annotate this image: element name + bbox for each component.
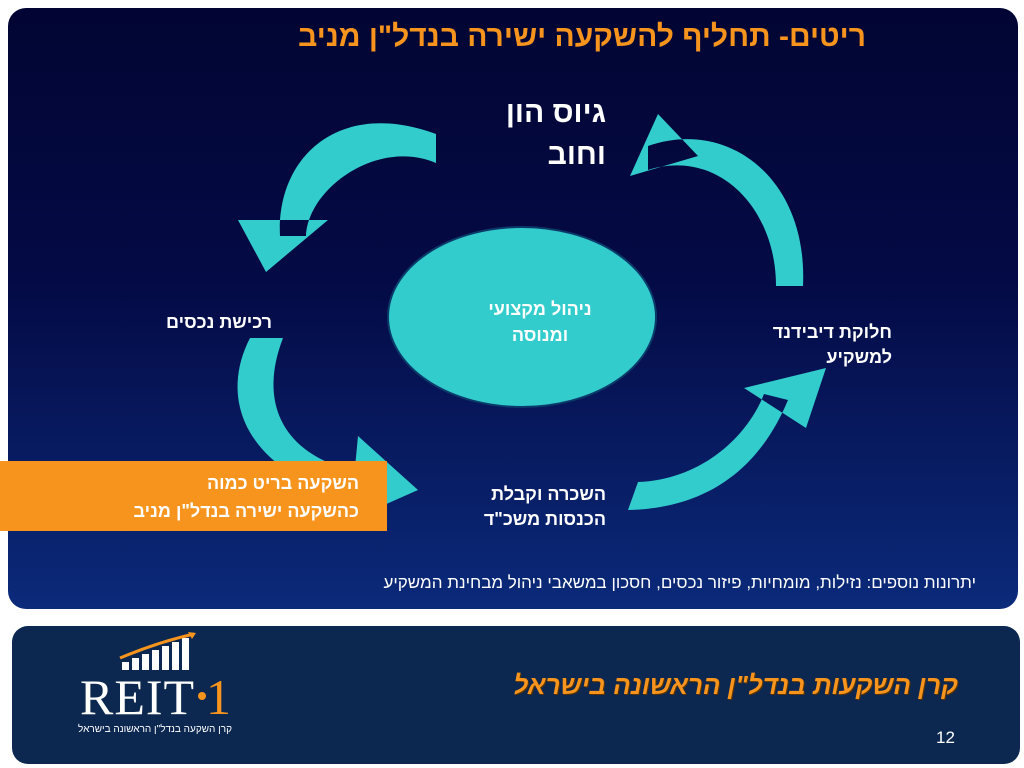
additional-advantages-note: יתרונות נוספים: נזילות, מומחיות, פיזור נ… bbox=[383, 573, 976, 592]
logo-tagline: קרן השקעה בנדל"ן הראשונה בישראל bbox=[78, 724, 232, 735]
rising-bars-logo-icon bbox=[119, 632, 196, 670]
cycle-label-raise-capital: גיוס הון וחוב bbox=[505, 96, 606, 171]
slide-title: ריטים- תחליף להשקעה ישירה בנדל"ן מניב bbox=[298, 20, 866, 53]
curved-arrow-icon bbox=[238, 123, 436, 272]
footer-panel bbox=[12, 626, 1020, 764]
cycle-label-dividend: חלוקת דיבידנד למשקיע bbox=[772, 322, 892, 368]
logo-dot bbox=[198, 692, 206, 700]
callout-line-1: השקעה בריט כמוה bbox=[206, 473, 359, 493]
footer-slogan: קרן השקעות בנדל"ן הראשונה בישראל bbox=[513, 670, 958, 700]
cycle-label-rent-income: השכרה וקבלת הכנסות משכ"ד bbox=[483, 484, 606, 530]
logo-wordmark: REIT bbox=[80, 669, 196, 725]
logo-number: 1 bbox=[206, 669, 231, 725]
callout-box: השקעה בריט כמוה כהשקעה ישירה בנדל"ן מניב bbox=[0, 461, 387, 531]
cycle-label-acquire-assets: רכישת נכסים bbox=[166, 312, 272, 332]
curved-arrow-icon bbox=[630, 114, 804, 286]
center-ellipse bbox=[387, 226, 657, 408]
curved-arrow-icon bbox=[628, 368, 826, 510]
callout-line-2: כהשקעה ישירה בנדל"ן מניב bbox=[133, 501, 359, 521]
cycle-center-label: ניהול מקצועי ומנוסה bbox=[488, 299, 592, 346]
page-number: 12 bbox=[936, 728, 955, 747]
